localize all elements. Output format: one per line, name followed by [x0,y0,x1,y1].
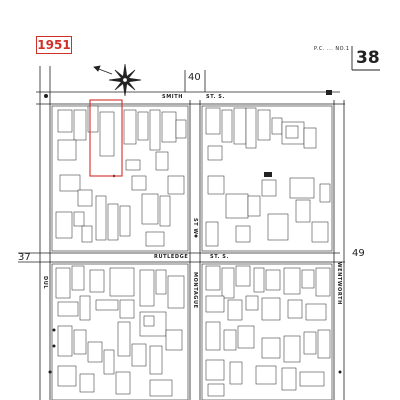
map-year-badge: 1951 [36,36,72,54]
adjacent-sheet-left: 37 [18,252,31,263]
street-label-dul: DUL [42,276,48,290]
highlighted-parcel [89,99,123,177]
street-lines [18,66,345,400]
buildings-block-nw [55,105,187,247]
buildings-block-sw [55,265,185,397]
north-arrow-icon [93,65,113,75]
buildings-block-ne [205,107,331,247]
adjacent-sheet-right: 49 [352,248,365,259]
sheet-header-small: P.C. ... NO.1 [314,46,350,52]
compass-rose-icon [108,63,142,97]
street-label-montague: MONTAGUE [192,272,198,309]
block-outlines [51,105,333,400]
detail-marks [44,90,342,374]
adjacent-sheet-top: 40 [188,72,201,83]
street-label-rutledge: RUTLEDGE [154,254,189,260]
street-label-smith: SMITH [162,94,184,100]
street-label-rutledge-suffix: ST. S. [210,254,229,260]
street-label-st-w: ST W [192,218,198,235]
street-label-smith-suffix: ST. S. [206,94,225,100]
buildings-block-se [205,265,331,397]
street-label-wentworth: WENTWORTH [336,262,342,305]
sheet-number: 38 [356,48,380,68]
corner-marks [351,46,380,71]
